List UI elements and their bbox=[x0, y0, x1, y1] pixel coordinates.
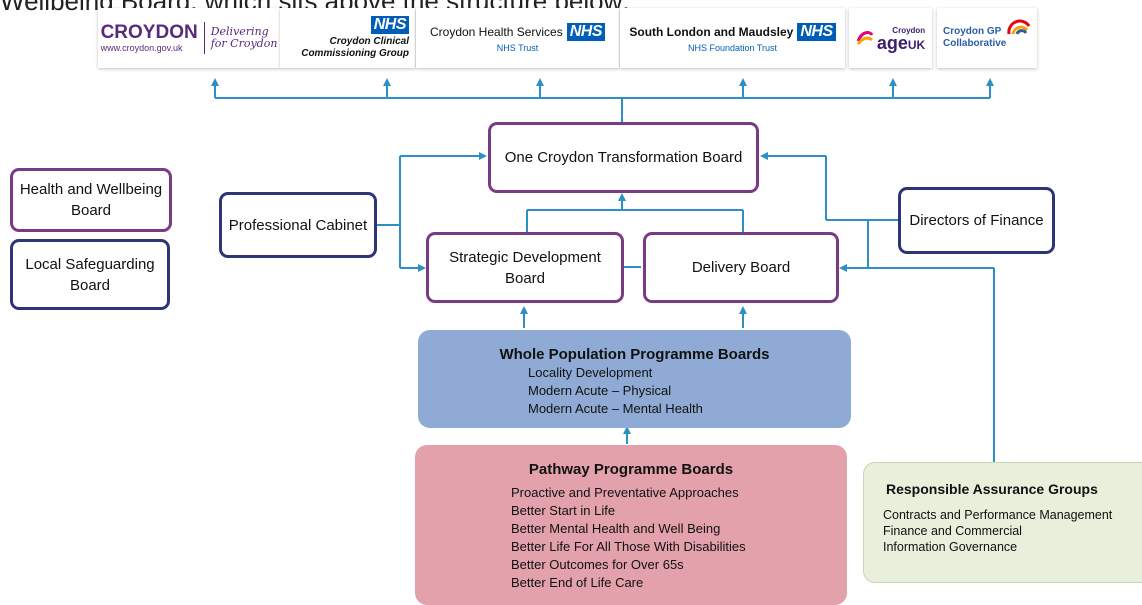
croydon-health-services-logo: Croydon Health Services NHS NHS Trust bbox=[416, 8, 619, 68]
slam-logo: South London and Maudsley NHS NHS Founda… bbox=[620, 8, 845, 68]
whole-population-item: Modern Acute – Mental Health bbox=[528, 401, 703, 416]
croydon-gp-logo: Croydon GP Collaborative bbox=[937, 8, 1037, 68]
croydon-logo-tagline-1: Delivering bbox=[210, 25, 269, 38]
age-uk-logo: Croydon ageUK bbox=[849, 8, 932, 68]
ccg-nhs-badge: NHS bbox=[370, 16, 409, 34]
pathway-list: Proactive and Preventative Approaches Be… bbox=[511, 484, 847, 592]
pathway-item: Proactive and Preventative Approaches bbox=[511, 485, 739, 500]
directors-of-finance: Directors of Finance bbox=[898, 187, 1055, 254]
health-wellbeing-board-label: Health and Wellbeing Board bbox=[19, 181, 163, 219]
gp-line2: Collaborative bbox=[943, 38, 1007, 49]
assurance-item: Finance and Commercial bbox=[883, 524, 1022, 538]
professional-cabinet-label: Professional Cabinet bbox=[228, 216, 368, 234]
transformation-board-label: One Croydon Transformation Board bbox=[504, 149, 743, 166]
age-uk-small: Croydon bbox=[892, 26, 926, 35]
slam-name: South London and Maudsley bbox=[629, 25, 794, 39]
croydon-logo-name: CROYDON bbox=[100, 22, 198, 43]
pathway-item: Better End of Life Care bbox=[511, 575, 644, 590]
croydon-council-logo: CROYDON www.croydon.gov.uk Delivering fo… bbox=[98, 8, 280, 68]
strategic-development-board-label: Strategic Development Board bbox=[449, 248, 601, 287]
pathway-title: Pathway Programme Boards bbox=[528, 461, 734, 478]
whole-population-list: Locality Development Modern Acute – Phys… bbox=[528, 364, 851, 418]
age-uk-big1: age bbox=[876, 33, 908, 53]
gp-line1: Croydon GP bbox=[943, 26, 1002, 37]
chs-name: Croydon Health Services bbox=[429, 25, 563, 39]
ccg-line1: Croydon Clinical bbox=[329, 36, 409, 47]
pathway-boards: Pathway Programme Boards Proactive and P… bbox=[415, 445, 847, 605]
whole-population-item: Locality Development bbox=[528, 365, 653, 380]
whole-population-boards: Whole Population Programme Boards Locali… bbox=[418, 330, 851, 428]
ccg-line2: Commissioning Group bbox=[301, 48, 409, 59]
assurance-item: Contracts and Performance Management bbox=[883, 508, 1113, 522]
assurance-title: Responsible Assurance Groups bbox=[886, 481, 1098, 497]
assurance-item: Information Governance bbox=[883, 540, 1018, 554]
connector-lines bbox=[211, 78, 995, 462]
pathway-item: Better Life For All Those With Disabilit… bbox=[511, 539, 746, 554]
delivery-board-label: Delivery Board bbox=[691, 259, 791, 276]
professional-cabinet: Professional Cabinet bbox=[219, 192, 377, 258]
croydon-logo-tagline-2: for Croydon bbox=[210, 37, 278, 50]
gp-arc-icon bbox=[1007, 19, 1031, 35]
chs-sub: NHS Trust bbox=[496, 43, 539, 53]
pathway-item: Better Start in Life bbox=[511, 503, 616, 518]
age-uk-swirl-icon bbox=[856, 31, 874, 45]
assurance-groups: Responsible Assurance Groups Contracts a… bbox=[863, 462, 1142, 583]
delivery-board: Delivery Board bbox=[643, 232, 839, 303]
croydon-logo-url: www.croydon.gov.uk bbox=[100, 43, 183, 53]
pathway-item: Better Mental Health and Well Being bbox=[511, 521, 721, 536]
slam-sub: NHS Foundation Trust bbox=[687, 43, 778, 53]
directors-of-finance-label: Directors of Finance bbox=[909, 212, 1044, 229]
health-wellbeing-board: Health and Wellbeing Board bbox=[10, 168, 172, 232]
slam-nhs-badge: NHS bbox=[797, 23, 836, 41]
ccg-logo: NHS Croydon Clinical Commissioning Group bbox=[280, 8, 415, 68]
transformation-board: One Croydon Transformation Board bbox=[488, 122, 759, 193]
whole-population-title: Whole Population Programme Boards bbox=[499, 346, 770, 363]
assurance-list: Contracts and Performance Management Fin… bbox=[883, 507, 1142, 555]
local-safeguarding-board-label: Local Safeguarding Board bbox=[25, 255, 155, 294]
local-safeguarding-board: Local Safeguarding Board bbox=[10, 239, 170, 310]
pathway-item: Better Outcomes for Over 65s bbox=[511, 557, 684, 572]
whole-population-item: Modern Acute – Physical bbox=[528, 383, 672, 398]
chs-nhs-badge: NHS bbox=[566, 23, 605, 41]
strategic-development-board: Strategic Development Board bbox=[426, 232, 624, 303]
age-uk-big2: UK bbox=[907, 38, 926, 52]
